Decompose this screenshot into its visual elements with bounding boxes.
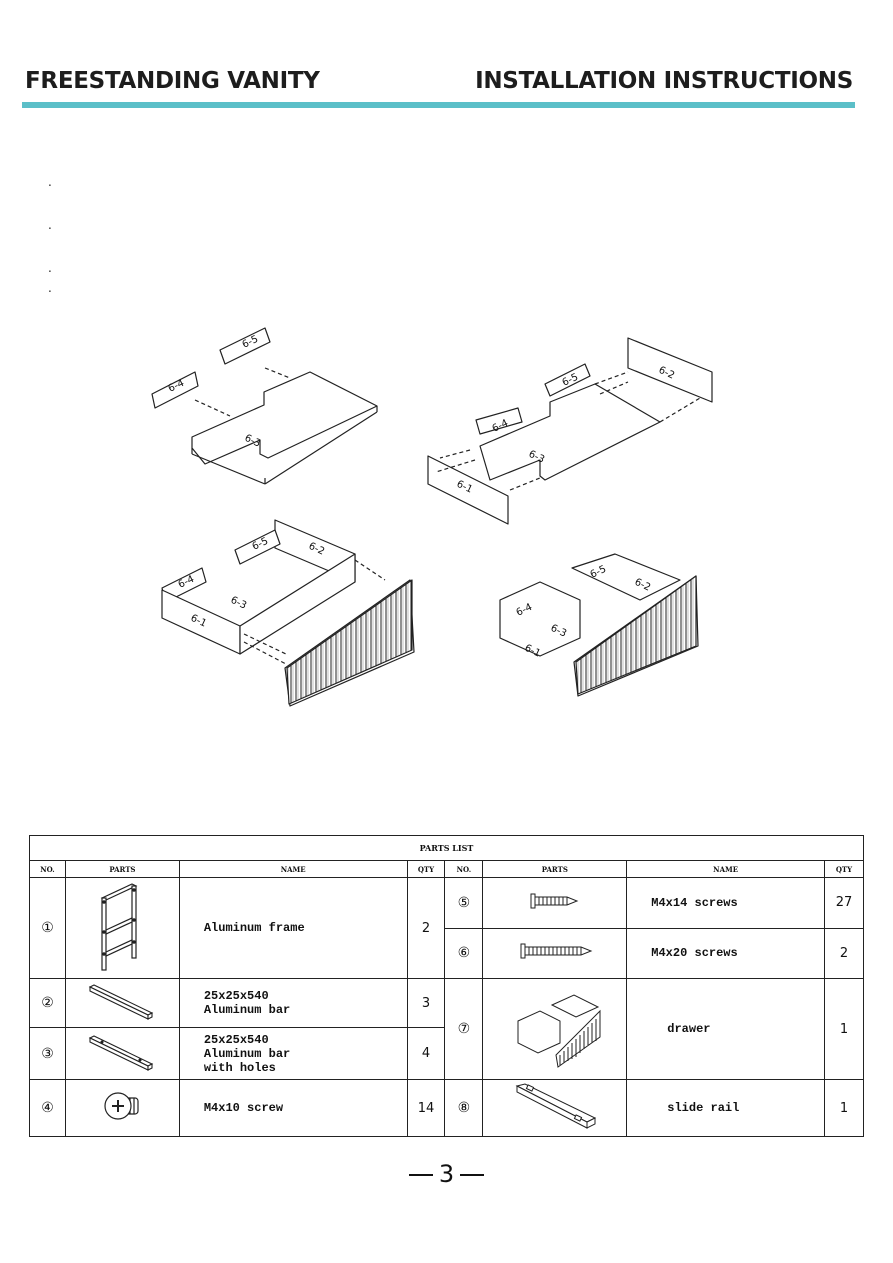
step-1-illustration: 6-5 6-4 6-3 <box>151 327 378 485</box>
part-qty-1: 2 <box>406 877 446 979</box>
page-number-dash-right <box>460 1174 485 1176</box>
assembly-diagram: 6-5 6-4 6-3 6-2 6-5 6-4 6-3 6-1 <box>151 327 713 707</box>
drawer-icon <box>517 994 601 1068</box>
header-qty-right: QTY <box>823 860 865 878</box>
page-number-dash-left <box>408 1174 433 1176</box>
part-number-6: ⑥ <box>444 927 484 979</box>
header-name: NAME <box>178 860 408 878</box>
part-image-5 <box>482 877 628 929</box>
header-right-title: INSTALLATION INSTRUCTIONS <box>475 68 853 94</box>
step-2-illustration: 6-2 6-5 6-4 6-3 6-1 <box>427 337 713 525</box>
part-name-8-line-1: slide rail <box>667 1101 740 1115</box>
part-number-4: ④ <box>29 1079 66 1137</box>
part-qty-4: 14 <box>406 1079 446 1137</box>
part-image-4 <box>64 1079 180 1137</box>
bullet-1: . <box>48 175 52 189</box>
bullet-2: . <box>48 218 52 232</box>
header-rule <box>22 102 855 108</box>
long-screw-icon <box>520 943 593 959</box>
bullet-3: . <box>48 261 52 275</box>
part-number-2: ② <box>29 978 66 1028</box>
header-no-right: NO. <box>444 860 484 878</box>
screw-head-icon <box>104 1092 139 1120</box>
parts-list-title: PARTS LIST <box>29 835 864 861</box>
part-name-3-line-2: Aluminum bar <box>203 1046 291 1061</box>
part-name-7-line-1: drawer <box>667 1022 711 1036</box>
part-name-3: 25x25x540 Aluminum bar with holes <box>178 1027 408 1080</box>
part-name-3-line-3: with holes <box>203 1060 276 1075</box>
step-4-illustration: 6-5 6-2 6-4 6-3 6-1 <box>499 553 699 697</box>
part-number-5: ⑤ <box>444 877 484 929</box>
header-parts-right: PARTS <box>482 860 628 878</box>
part-name-2: 25x25x540 Aluminum bar <box>178 978 408 1028</box>
part-qty-8: 1 <box>823 1079 865 1137</box>
slide-rail-icon <box>515 1083 596 1129</box>
part-name-8: slide rail <box>626 1079 825 1137</box>
part-name-4-line-1: M4x10 screw <box>203 1101 284 1115</box>
aluminum-frame-icon <box>101 883 138 971</box>
bullet-4: . <box>48 281 52 295</box>
part-number-3: ③ <box>29 1027 66 1080</box>
part-qty-2: 3 <box>406 978 446 1028</box>
part-image-6 <box>482 927 628 979</box>
part-image-3 <box>64 1027 180 1080</box>
part-qty-6: 2 <box>823 927 865 979</box>
part-name-6-line-1: M4x20 screws <box>651 946 738 961</box>
page-number-block: 3 <box>0 1160 893 1188</box>
part-name-6: M4x20 screws <box>626 927 825 979</box>
part-number-1: ① <box>29 877 66 979</box>
part-name-1: Aluminum frame <box>178 877 408 979</box>
part-name-5: M4x14 screws <box>626 877 825 929</box>
parts-list-table: PARTS LIST NO. PARTS NAME QTY NO. PARTS … <box>29 835 865 1137</box>
part-name-4: M4x10 screw <box>178 1079 408 1137</box>
part-name-1-line-1: Aluminum frame <box>203 921 305 935</box>
aluminum-bar-icon <box>89 984 154 1020</box>
label-6-3-step3: 6-3 <box>229 595 248 612</box>
part-image-1 <box>64 877 180 979</box>
part-name-5-line-1: M4x14 screws <box>651 895 738 910</box>
page-number: 3 <box>438 1160 455 1188</box>
header-qty: QTY <box>406 860 446 878</box>
header-parts: PARTS <box>64 860 180 878</box>
part-qty-5: 27 <box>823 877 865 929</box>
part-name-3-line-1: 25x25x540 <box>203 1032 269 1047</box>
part-name-2-line-1: 25x25x540 <box>203 989 269 1003</box>
header-name-right: NAME <box>626 860 825 878</box>
header-left-title: FREESTANDING VANITY <box>25 68 320 94</box>
part-image-2 <box>64 978 180 1028</box>
part-number-8: ⑧ <box>444 1079 484 1137</box>
part-name-2-line-2: Aluminum bar <box>203 1003 291 1017</box>
short-screw-icon <box>530 893 579 909</box>
part-qty-7: 1 <box>823 978 865 1080</box>
part-number-7: ⑦ <box>444 978 484 1080</box>
part-name-7: drawer <box>626 978 825 1080</box>
part-image-7 <box>482 978 628 1080</box>
part-qty-3: 4 <box>406 1027 446 1080</box>
step-3-illustration: 6-2 6-5 6-4 6-3 6-1 <box>161 519 415 707</box>
aluminum-bar-holes-icon <box>89 1034 154 1071</box>
part-image-8 <box>482 1079 628 1137</box>
header-no: NO. <box>29 860 66 878</box>
